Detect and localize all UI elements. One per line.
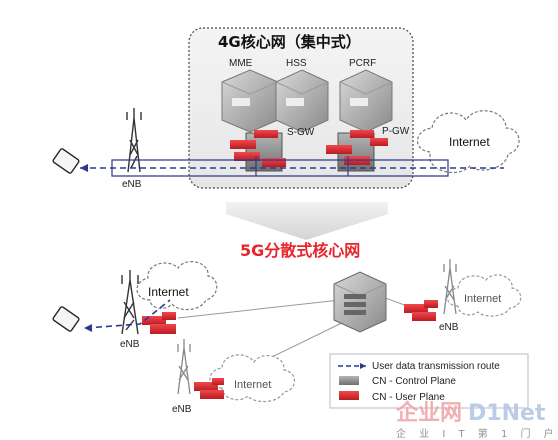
user-plane-lower-icon [194,378,224,399]
4g-route-line [80,156,504,177]
enb-lower-label: eNB [172,404,192,415]
internet-left-label: Internet [148,285,189,299]
legend-control-label: CN - Control Plane [372,376,456,387]
hss-label: HSS [286,58,307,69]
legend-route-label: User data transmission route [372,361,500,372]
legend-user-label: CN - User Plane [372,392,445,403]
internet-cloud-lower-icon [209,354,296,403]
phone-left-icon [52,306,80,332]
legend: User data transmission route CN - Contro… [329,353,529,409]
p-gw-label: P-GW [382,126,410,137]
svg-text:D1Net: D1Net [468,401,546,426]
s-gw-node-icon [230,130,286,172]
4g-core-title: 4G核心网（集中式） [218,33,361,51]
internet-lower-label: Internet [234,379,271,391]
5g-core-title: 5G分散式核心网 [240,241,360,260]
internet-cloud-icon [416,110,520,174]
mme-label: MME [229,58,253,69]
svg-text:企业网: 企业网 [395,400,462,426]
phone-icon [52,148,80,174]
5g-route-line [84,299,171,332]
s-gw-label: S-GW [287,127,315,138]
user-plane-right-icon [404,300,438,321]
hss-server-icon [275,69,329,133]
enb-label: eNB [122,179,142,190]
watermark-logo: 企业网 D1Net 企 业 I T 第 1 门 户 [395,400,558,440]
transition-arrow [226,202,388,240]
enb-tower-lower-icon [177,339,191,395]
internet-cloud-left-icon [136,260,218,311]
central-core-server-icon [333,271,387,333]
enb-tower-right-icon [443,259,457,315]
enb-tower-icon [126,108,142,173]
enb-right-label: eNB [439,322,459,333]
legend-control-swatch [339,376,359,385]
internet-right-label: Internet [464,293,501,305]
internet-cloud-right-icon [446,274,522,317]
pcrf-server-icon [339,69,393,133]
internet-label: Internet [449,135,490,149]
user-plane-left-icon [142,312,176,334]
legend-user-swatch [339,391,359,400]
svg-text:企 业 I T 第 1 门 户: 企 业 I T 第 1 门 户 [396,427,558,440]
mme-server-icon [221,69,279,133]
pcrf-label: PCRF [349,58,376,69]
enb-left-label: eNB [120,339,140,350]
